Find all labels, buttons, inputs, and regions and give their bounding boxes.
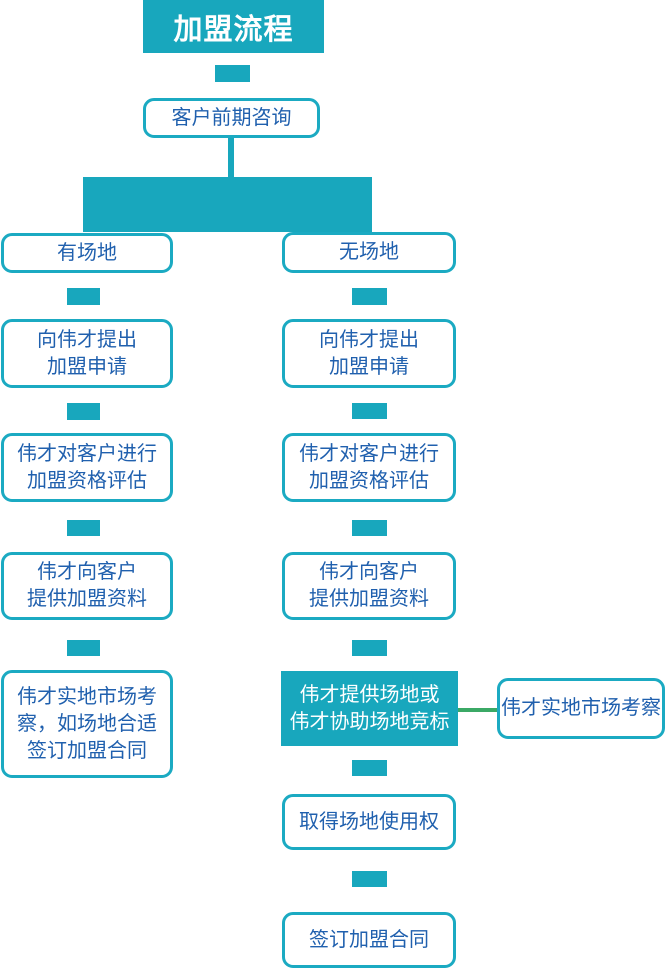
right-step-apply: 向伟才提出 加盟申请 [282, 319, 456, 388]
branch-left-label-box: 有场地 [1, 233, 173, 273]
connector-rect [352, 288, 387, 305]
branch-bar [83, 177, 372, 232]
start-box: 客户前期咨询 [143, 98, 320, 138]
connector-rect [67, 640, 100, 656]
connector-rect [352, 640, 387, 656]
connector-rect [67, 403, 100, 420]
connector-line [228, 138, 234, 177]
connector-rect [352, 760, 387, 776]
connector-rect [215, 65, 250, 82]
left-step-inspect-sign: 伟才实地市场考 察，如场地合适 签订加盟合同 [1, 670, 173, 778]
connector-rect [352, 871, 387, 887]
branch-right-label-box: 无场地 [282, 232, 456, 273]
left-step-apply: 向伟才提出 加盟申请 [1, 319, 173, 388]
left-step-materials: 伟才向客户 提供加盟资料 [1, 552, 173, 620]
connector-rect [67, 520, 100, 536]
right-step-provide-venue: 伟才提供场地或 伟才协助场地竞标 [281, 671, 458, 746]
connector-rect [67, 288, 100, 305]
left-step-evaluate: 伟才对客户进行 加盟资格评估 [1, 433, 173, 502]
right-step-sign-contract: 签订加盟合同 [282, 912, 456, 968]
connector-rect [352, 520, 387, 536]
connector-rect [352, 403, 387, 419]
title-banner: 加盟流程 [143, 0, 324, 53]
right-step-obtain-usage: 取得场地使用权 [282, 794, 456, 850]
side-box-site-inspection: 伟才实地市场考察 [497, 678, 665, 739]
right-step-evaluate: 伟才对客户进行 加盟资格评估 [282, 433, 456, 502]
right-step-materials: 伟才向客户 提供加盟资料 [282, 552, 456, 620]
green-connector-line [458, 708, 497, 712]
